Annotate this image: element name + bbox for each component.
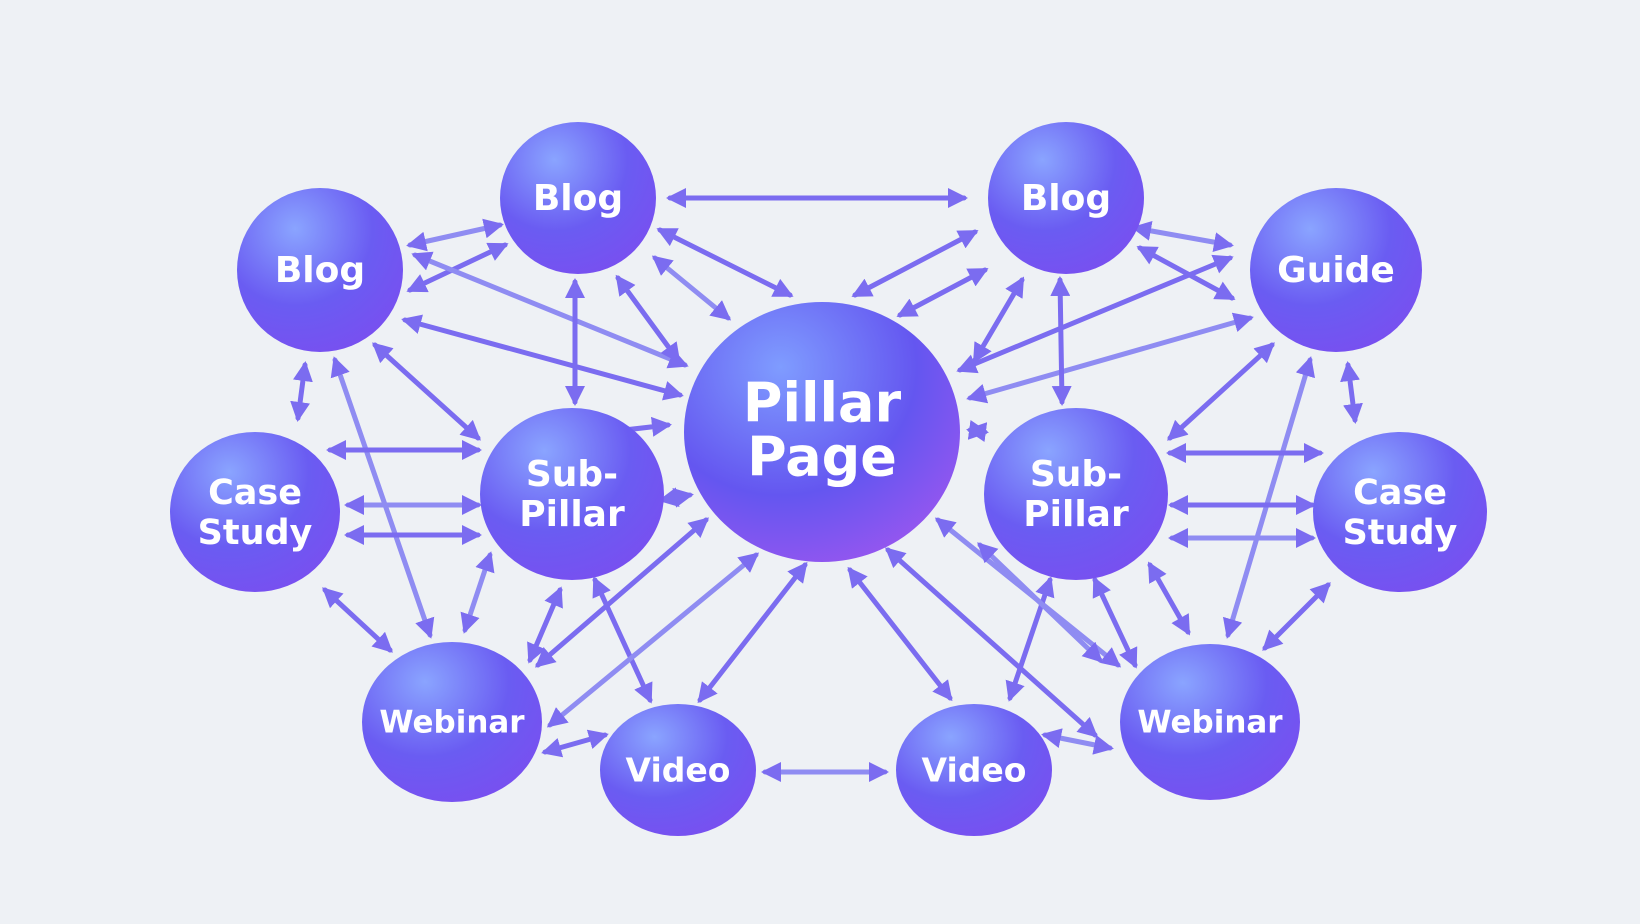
node-label: Case	[1353, 473, 1447, 513]
node-label: Page	[747, 426, 897, 489]
node-label: Study	[1343, 513, 1458, 553]
node-label: Sub-	[526, 454, 618, 495]
bidirectional-arrow	[697, 561, 808, 704]
node-circle	[896, 704, 1052, 836]
bidirectional-arrow	[541, 729, 609, 758]
node-label: Webinar	[379, 705, 525, 741]
node-label: Pillar	[519, 494, 625, 535]
connection-arrows	[290, 188, 1363, 782]
node-webinar-left: Webinar	[362, 642, 542, 802]
bidirectional-arrow	[1131, 220, 1234, 253]
node-label: Blog	[1021, 178, 1111, 219]
node-circle	[988, 122, 1144, 274]
bidirectional-arrow	[1041, 728, 1114, 755]
bidirectional-arrow	[1167, 342, 1275, 441]
node-circle	[684, 302, 960, 562]
bidirectional-arrow	[1147, 561, 1191, 636]
node-blog-far-left: Blog	[237, 188, 403, 352]
node-subpillar-right: Sub-Pillar	[984, 408, 1168, 580]
node-circle	[984, 408, 1168, 580]
bidirectional-arrow	[972, 276, 1025, 364]
node-label: Pillar	[1023, 494, 1129, 535]
bidirectional-arrow	[977, 542, 1103, 663]
node-guide: Guide	[1250, 188, 1422, 352]
node-label: Guide	[1277, 250, 1395, 291]
node-label: Blog	[275, 250, 365, 291]
node-webinar-right: Webinar	[1120, 644, 1300, 800]
node-label: Blog	[533, 178, 623, 219]
node-label: Video	[922, 751, 1027, 790]
bidirectional-arrow	[372, 342, 481, 441]
bidirectional-arrow	[896, 267, 989, 318]
node-label: Webinar	[1137, 705, 1283, 741]
node-blog-top-left: Blog	[500, 122, 656, 274]
bidirectional-arrow	[460, 551, 495, 634]
bidirectional-arrow	[1005, 576, 1055, 702]
node-circle	[500, 122, 656, 274]
node-circle	[480, 408, 664, 580]
node-subpillar-left: Sub-Pillar	[480, 408, 664, 580]
bidirectional-arrow	[851, 229, 979, 298]
bidirectional-arrow	[401, 314, 684, 401]
bidirectional-arrow	[651, 255, 732, 321]
node-video-right: Video	[896, 704, 1052, 836]
node-label: Case	[208, 473, 302, 513]
node-circle	[237, 188, 403, 352]
node-circle	[1313, 432, 1487, 592]
node-circle	[170, 432, 340, 592]
node-label: Video	[626, 751, 731, 790]
node-circle	[1250, 188, 1422, 352]
bidirectional-arrow	[1222, 356, 1316, 639]
node-circle	[1120, 644, 1300, 800]
node-label: Study	[198, 513, 313, 553]
node-video-left: Video	[600, 704, 756, 836]
bidirectional-arrow	[406, 218, 504, 252]
bidirectional-arrow	[546, 552, 760, 728]
node-label: Pillar	[743, 372, 902, 435]
bidirectional-arrow	[615, 274, 681, 364]
node-blog-top-right: Blog	[988, 122, 1144, 274]
node-label: Sub-	[1030, 454, 1122, 495]
bidirectional-arrow	[1050, 276, 1072, 406]
bidirectional-arrow	[966, 312, 1254, 404]
bidirectional-arrow	[330, 356, 435, 639]
node-circle	[362, 642, 542, 802]
bidirectional-arrow	[1262, 582, 1331, 651]
bidirectional-arrow	[290, 361, 313, 422]
node-circle	[600, 704, 756, 836]
bidirectional-arrow	[1340, 361, 1363, 424]
bidirectional-arrow	[322, 587, 393, 653]
bidirectional-arrow	[966, 419, 989, 443]
bidirectional-arrow	[656, 227, 794, 298]
bidirectional-arrow	[658, 487, 694, 508]
